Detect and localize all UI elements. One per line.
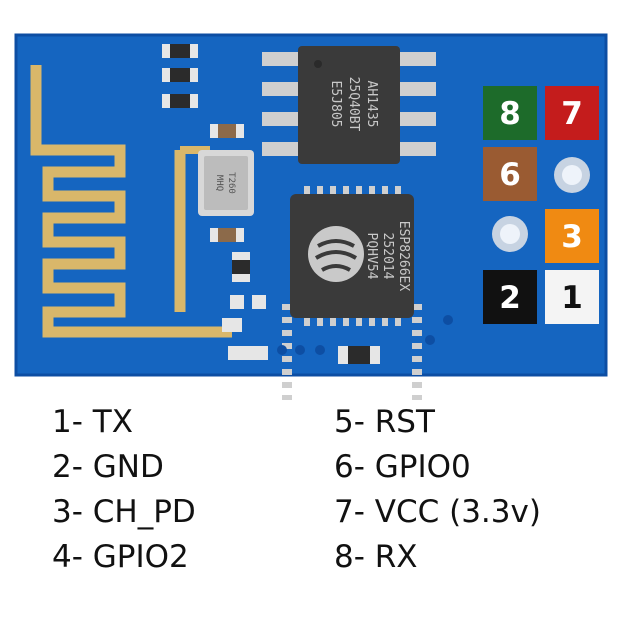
pin-legend: 1- TX 2- GND 3- CH_PD 4- GPIO2 5- RST 6-… xyxy=(0,400,620,600)
pin-label-3: 3 xyxy=(545,209,599,263)
soc-label-3: PQHV54 xyxy=(364,233,379,280)
legend-item-vcc: 7- VCC (3.3v) xyxy=(334,490,541,535)
crystal: T260 MHQ xyxy=(198,150,254,216)
pin-number-2: 2 xyxy=(499,280,521,316)
legend-item-rst: 5- RST xyxy=(334,400,541,445)
flash-chip-label-2: 25Q40BT xyxy=(346,77,361,132)
pin-label-2: 2 xyxy=(483,270,537,324)
pin-legend-right-column: 5- RST 6- GPIO0 7- VCC (3.3v) 8- RX xyxy=(334,400,541,580)
soc-label-2: 252014 xyxy=(380,233,395,280)
legend-item-gpio2: 4- GPIO2 xyxy=(52,535,196,580)
legend-item-gpio0: 6- GPIO0 xyxy=(334,445,541,490)
pin-number-6: 6 xyxy=(499,157,521,193)
crystal-label-1: T260 xyxy=(226,172,236,194)
esp01-board-illustration: AH1435 25Q40BT E5J805 T260 MHQ ESP8266EX… xyxy=(0,0,620,400)
crystal-label-2: MHQ xyxy=(214,175,224,191)
status-led-bottom xyxy=(492,216,528,252)
pin-number-7: 7 xyxy=(561,96,583,132)
legend-item-gnd: 2- GND xyxy=(52,445,196,490)
flash-chip-label-1: AH1435 xyxy=(364,81,379,128)
pin-number-3: 3 xyxy=(561,219,583,255)
pin-number-1: 1 xyxy=(561,280,583,316)
legend-item-ch-pd: 3- CH_PD xyxy=(52,490,196,535)
flash-chip-label-3: E5J805 xyxy=(328,81,343,128)
pin-number-8: 8 xyxy=(499,96,521,132)
legend-item-tx: 1- TX xyxy=(52,400,196,445)
legend-item-rx: 8- RX xyxy=(334,535,541,580)
pin-legend-left-column: 1- TX 2- GND 3- CH_PD 4- GPIO2 xyxy=(52,400,196,580)
pin-label-8: 8 xyxy=(483,86,537,140)
status-led-top xyxy=(554,157,590,193)
pin-label-6: 6 xyxy=(483,147,537,201)
pin-label-1: 1 xyxy=(545,270,599,324)
pin-label-7: 7 xyxy=(545,86,599,140)
soc-label-1: ESP8266EX xyxy=(396,221,411,292)
